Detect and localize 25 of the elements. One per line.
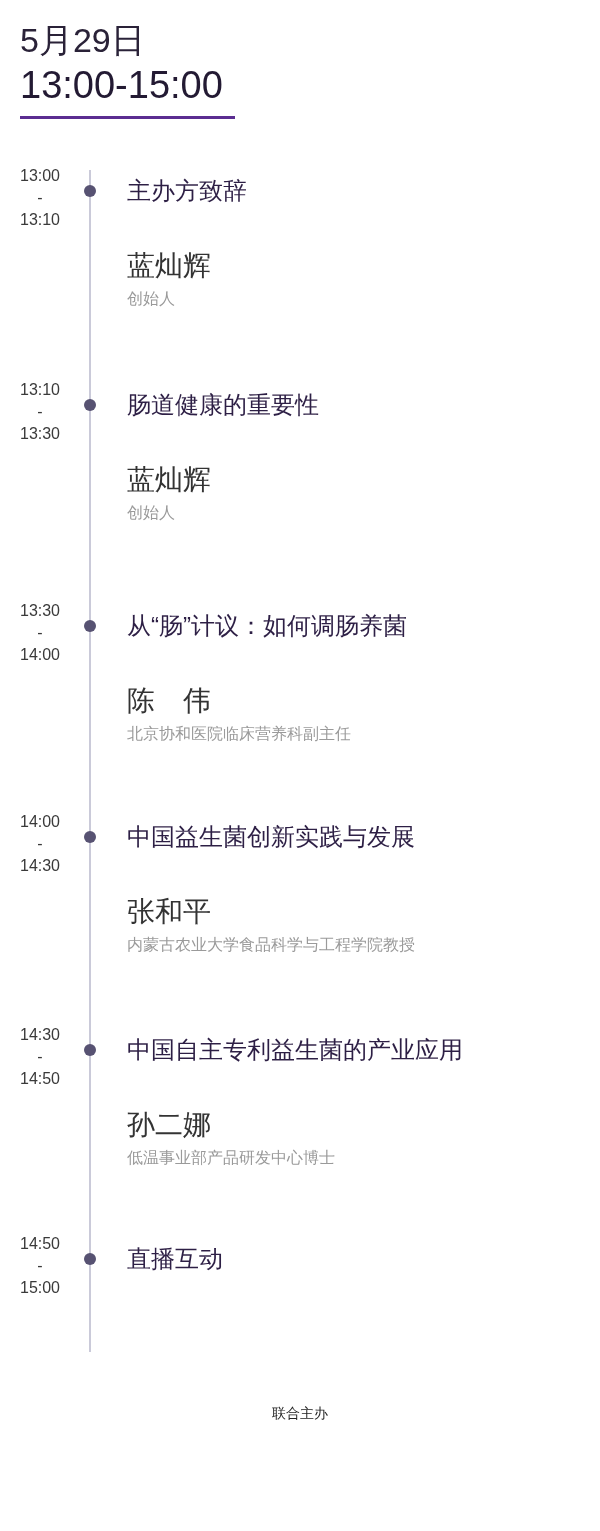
session-title: 主办方致辞 (127, 176, 247, 206)
co-host-caption: 联合主办 (272, 1404, 328, 1422)
time-range-heading: 13:00-15:00 (20, 63, 223, 108)
speaker-affiliation: 低温事业部产品研发中心博士 (127, 1148, 335, 1168)
speaker-affiliation: 北京协和医院临床营养科副主任 (127, 724, 351, 744)
time-range: 13:30 - 14:00 (20, 601, 60, 665)
speaker-name: 孙二娜 (127, 1107, 211, 1142)
speaker-name: 蓝灿辉 (127, 248, 211, 283)
time-range: 13:00 - 13:10 (20, 166, 60, 230)
session-title: 中国益生菌创新实践与发展 (127, 822, 415, 852)
time-range: 14:00 - 14:30 (20, 812, 60, 876)
date-heading: 5月29日 (20, 19, 145, 61)
time-range: 14:30 - 14:50 (20, 1025, 60, 1089)
speaker-name: 张和平 (127, 894, 211, 929)
session-title: 中国自主专利益生菌的产业应用 (127, 1035, 463, 1065)
time-range: 14:50 - 15:00 (20, 1234, 60, 1298)
speaker-affiliation: 内蒙古农业大学食品科学与工程学院教授 (127, 935, 415, 955)
speaker-affiliation: 创始人 (127, 289, 175, 309)
speaker-name: 蓝灿辉 (127, 462, 211, 497)
session-title: 肠道健康的重要性 (127, 390, 319, 420)
speaker-affiliation: 创始人 (127, 503, 175, 523)
time-range: 13:10 - 13:30 (20, 380, 60, 444)
session-title: 直播互动 (127, 1244, 223, 1274)
session-title: 从“肠”计议：如何调肠养菌 (127, 611, 407, 641)
speaker-name: 陈 伟 (127, 683, 211, 718)
